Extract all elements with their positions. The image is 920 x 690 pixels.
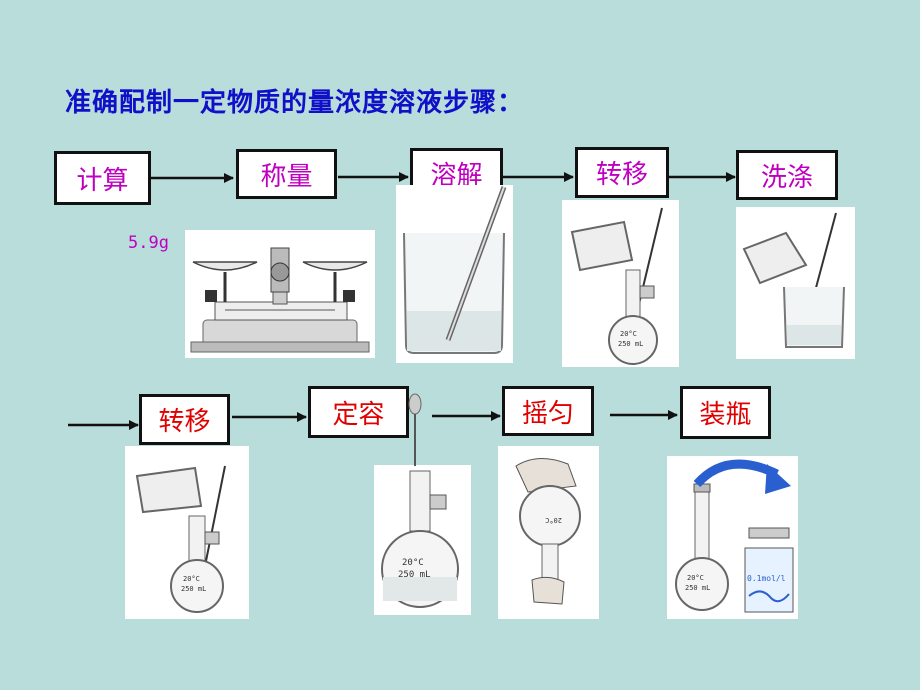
flask-temp-label: 20°C bbox=[620, 330, 637, 338]
step-wash: 洗涤 bbox=[736, 150, 838, 200]
transfer-2-illustration: 20°C 250 mL bbox=[125, 446, 249, 619]
transfer-illustration: 20°C 250 mL bbox=[562, 200, 679, 367]
bottle-illustration: 20°C 250 mL 0.1mol/l bbox=[667, 456, 798, 619]
step-bottle: 装瓶 bbox=[680, 386, 771, 439]
step-weigh: 称量 bbox=[236, 149, 337, 199]
flask-temp-label-5: 20°C bbox=[687, 574, 704, 582]
step-set-volume: 定容 bbox=[308, 386, 409, 438]
step-transfer-2: 转移 bbox=[139, 394, 230, 445]
wash-illustration bbox=[736, 207, 855, 359]
flask-volume-label: 250 mL bbox=[618, 340, 643, 348]
flask-temp-label-3: 20°C bbox=[402, 558, 424, 568]
dissolve-illustration bbox=[396, 185, 513, 363]
mass-note: 5.9g bbox=[128, 233, 169, 253]
flask-volume-label-3: 250 mL bbox=[398, 570, 431, 580]
page-title: 准确配制一定物质的量浓度溶液步骤： bbox=[65, 88, 525, 118]
flask-volume-label-2: 250 mL bbox=[181, 585, 206, 593]
balance-illustration bbox=[185, 230, 375, 358]
flask-temp-label-4: 20°C bbox=[545, 516, 562, 524]
set-volume-illustration: 20°C 250 mL bbox=[374, 465, 471, 615]
flask-volume-label-5: 250 mL bbox=[685, 584, 710, 592]
flask-temp-label-2: 20°C bbox=[183, 575, 200, 583]
step-shake: 摇匀 bbox=[502, 386, 594, 436]
shake-illustration: 20°C bbox=[498, 446, 599, 619]
step-calculate: 计算 bbox=[54, 151, 151, 205]
dropper-icon bbox=[408, 393, 422, 466]
step-transfer: 转移 bbox=[575, 147, 669, 198]
bottle-label: 0.1mol/l bbox=[747, 574, 786, 583]
